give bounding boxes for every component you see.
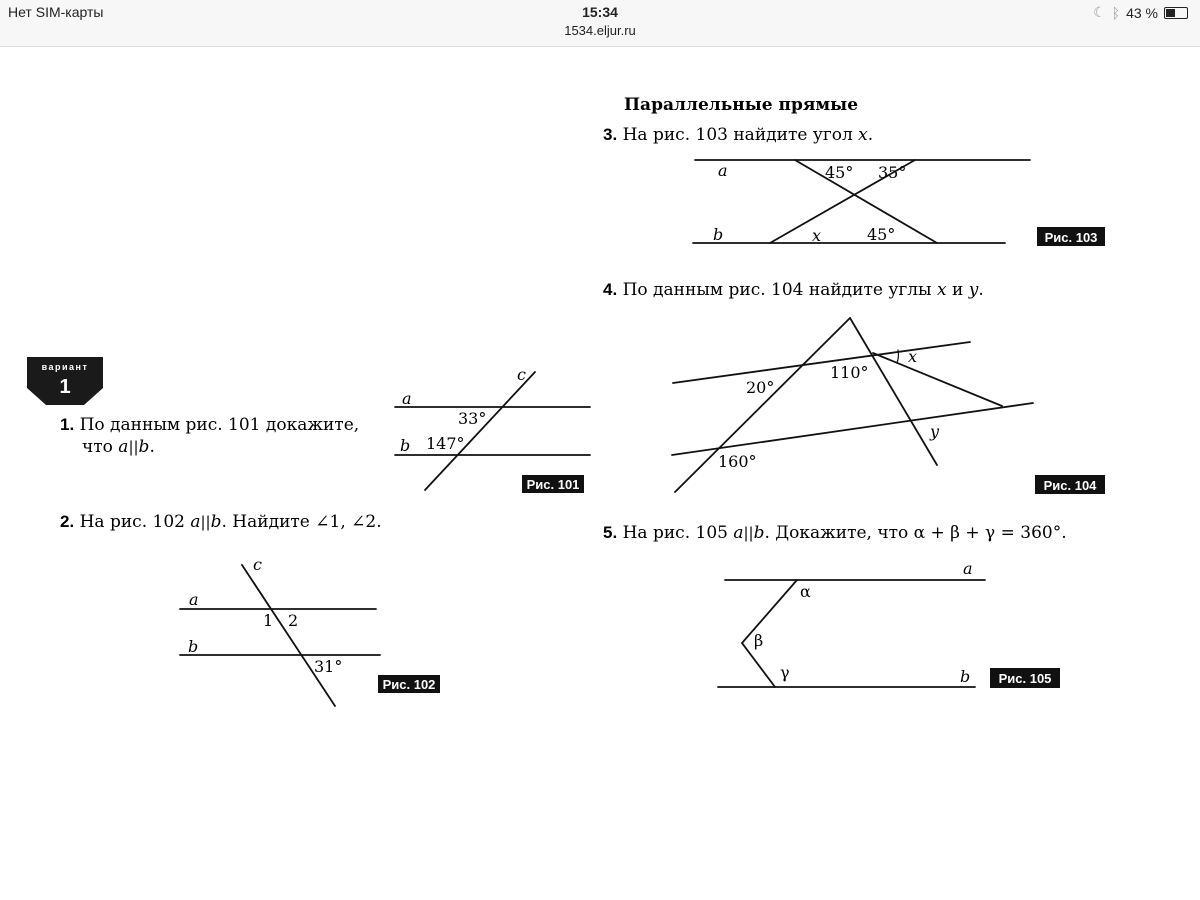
fig101-angle-147: 147° bbox=[426, 434, 465, 453]
fig105-alpha: α bbox=[800, 582, 811, 601]
fig103-angle-35: 35° bbox=[878, 163, 906, 182]
bluetooth-icon: ᛒ bbox=[1111, 4, 1121, 21]
fig101-angle-33: 33° bbox=[458, 409, 486, 428]
fig104-angle-110: 110° bbox=[830, 363, 869, 382]
task-3: 3. На рис. 103 найдите угол x. bbox=[603, 125, 873, 145]
figure-103 bbox=[692, 159, 1031, 244]
status-bar: Нет SIM-карты 15:34 1534.eljur.ru ☾ ᛒ 43… bbox=[0, 0, 1200, 47]
fig104-angle-160: 160° bbox=[718, 452, 757, 471]
url-label[interactable]: 1534.eljur.ru bbox=[564, 23, 636, 38]
status-right: ☾ ᛒ 43 % bbox=[1093, 4, 1188, 21]
fig103-caption: Рис. 103 bbox=[1045, 230, 1098, 245]
fig103-label-x: x bbox=[812, 226, 821, 245]
fig102-label-a: a bbox=[189, 590, 199, 609]
fig101-caption: Рис. 101 bbox=[527, 477, 580, 492]
task-1-line2: что a||b. bbox=[82, 437, 155, 457]
fig103-angle-45-top: 45° bbox=[825, 163, 853, 182]
fig105-label-a: a bbox=[963, 559, 973, 578]
carrier-label: Нет SIM-карты bbox=[8, 4, 104, 20]
task-2: 2. На рис. 102 a||b. Найдите ∠1, ∠2. bbox=[60, 512, 382, 532]
fig105-beta: β bbox=[754, 631, 763, 650]
fig102-caption: Рис. 102 bbox=[383, 677, 436, 692]
figure-104 bbox=[671, 317, 1034, 493]
fig102-label-b: b bbox=[188, 637, 198, 656]
fig103-angle-45-bottom: 45° bbox=[867, 225, 895, 244]
battery-percent: 43 % bbox=[1126, 4, 1158, 21]
variant-number: 1 bbox=[59, 376, 70, 398]
fig102-label-c: c bbox=[253, 555, 262, 574]
fig101-label-c: c bbox=[517, 365, 526, 384]
moon-icon: ☾ bbox=[1093, 4, 1106, 20]
task-1: 1. По данным рис. 101 докажите, bbox=[60, 415, 359, 435]
fig103-label-a: a bbox=[718, 161, 728, 180]
fig102-angle-1: 1 bbox=[263, 611, 273, 630]
figure-105 bbox=[717, 579, 986, 688]
task-5: 5. На рис. 105 a||b. Докажите, что α + β… bbox=[603, 523, 1067, 543]
fig102-angle-31: 31° bbox=[314, 657, 342, 676]
task-4: 4. По данным рис. 104 найдите углы x и y… bbox=[603, 280, 984, 300]
fig105-gamma: γ bbox=[780, 663, 790, 682]
figure-101 bbox=[394, 371, 591, 491]
fig101-label-b: b bbox=[400, 436, 410, 455]
fig102-angle-2: 2 bbox=[288, 611, 298, 630]
fig104-label-y: y bbox=[929, 422, 940, 441]
variant-badge: вариант 1 bbox=[27, 357, 103, 405]
fig101-label-a: a bbox=[402, 389, 412, 408]
section-title: Параллельные прямые bbox=[624, 95, 858, 115]
clock: 15:34 bbox=[582, 4, 618, 20]
fig104-caption: Рис. 104 bbox=[1044, 478, 1098, 493]
fig103-label-b: b bbox=[713, 225, 723, 244]
battery-icon bbox=[1164, 6, 1188, 19]
figure-102 bbox=[179, 564, 381, 707]
fig105-label-b: b bbox=[960, 667, 970, 686]
fig104-label-x: x bbox=[908, 347, 917, 366]
fig105-caption: Рис. 105 bbox=[999, 671, 1052, 686]
variant-label: вариант bbox=[42, 362, 89, 372]
fig104-angle-20: 20° bbox=[746, 378, 774, 397]
